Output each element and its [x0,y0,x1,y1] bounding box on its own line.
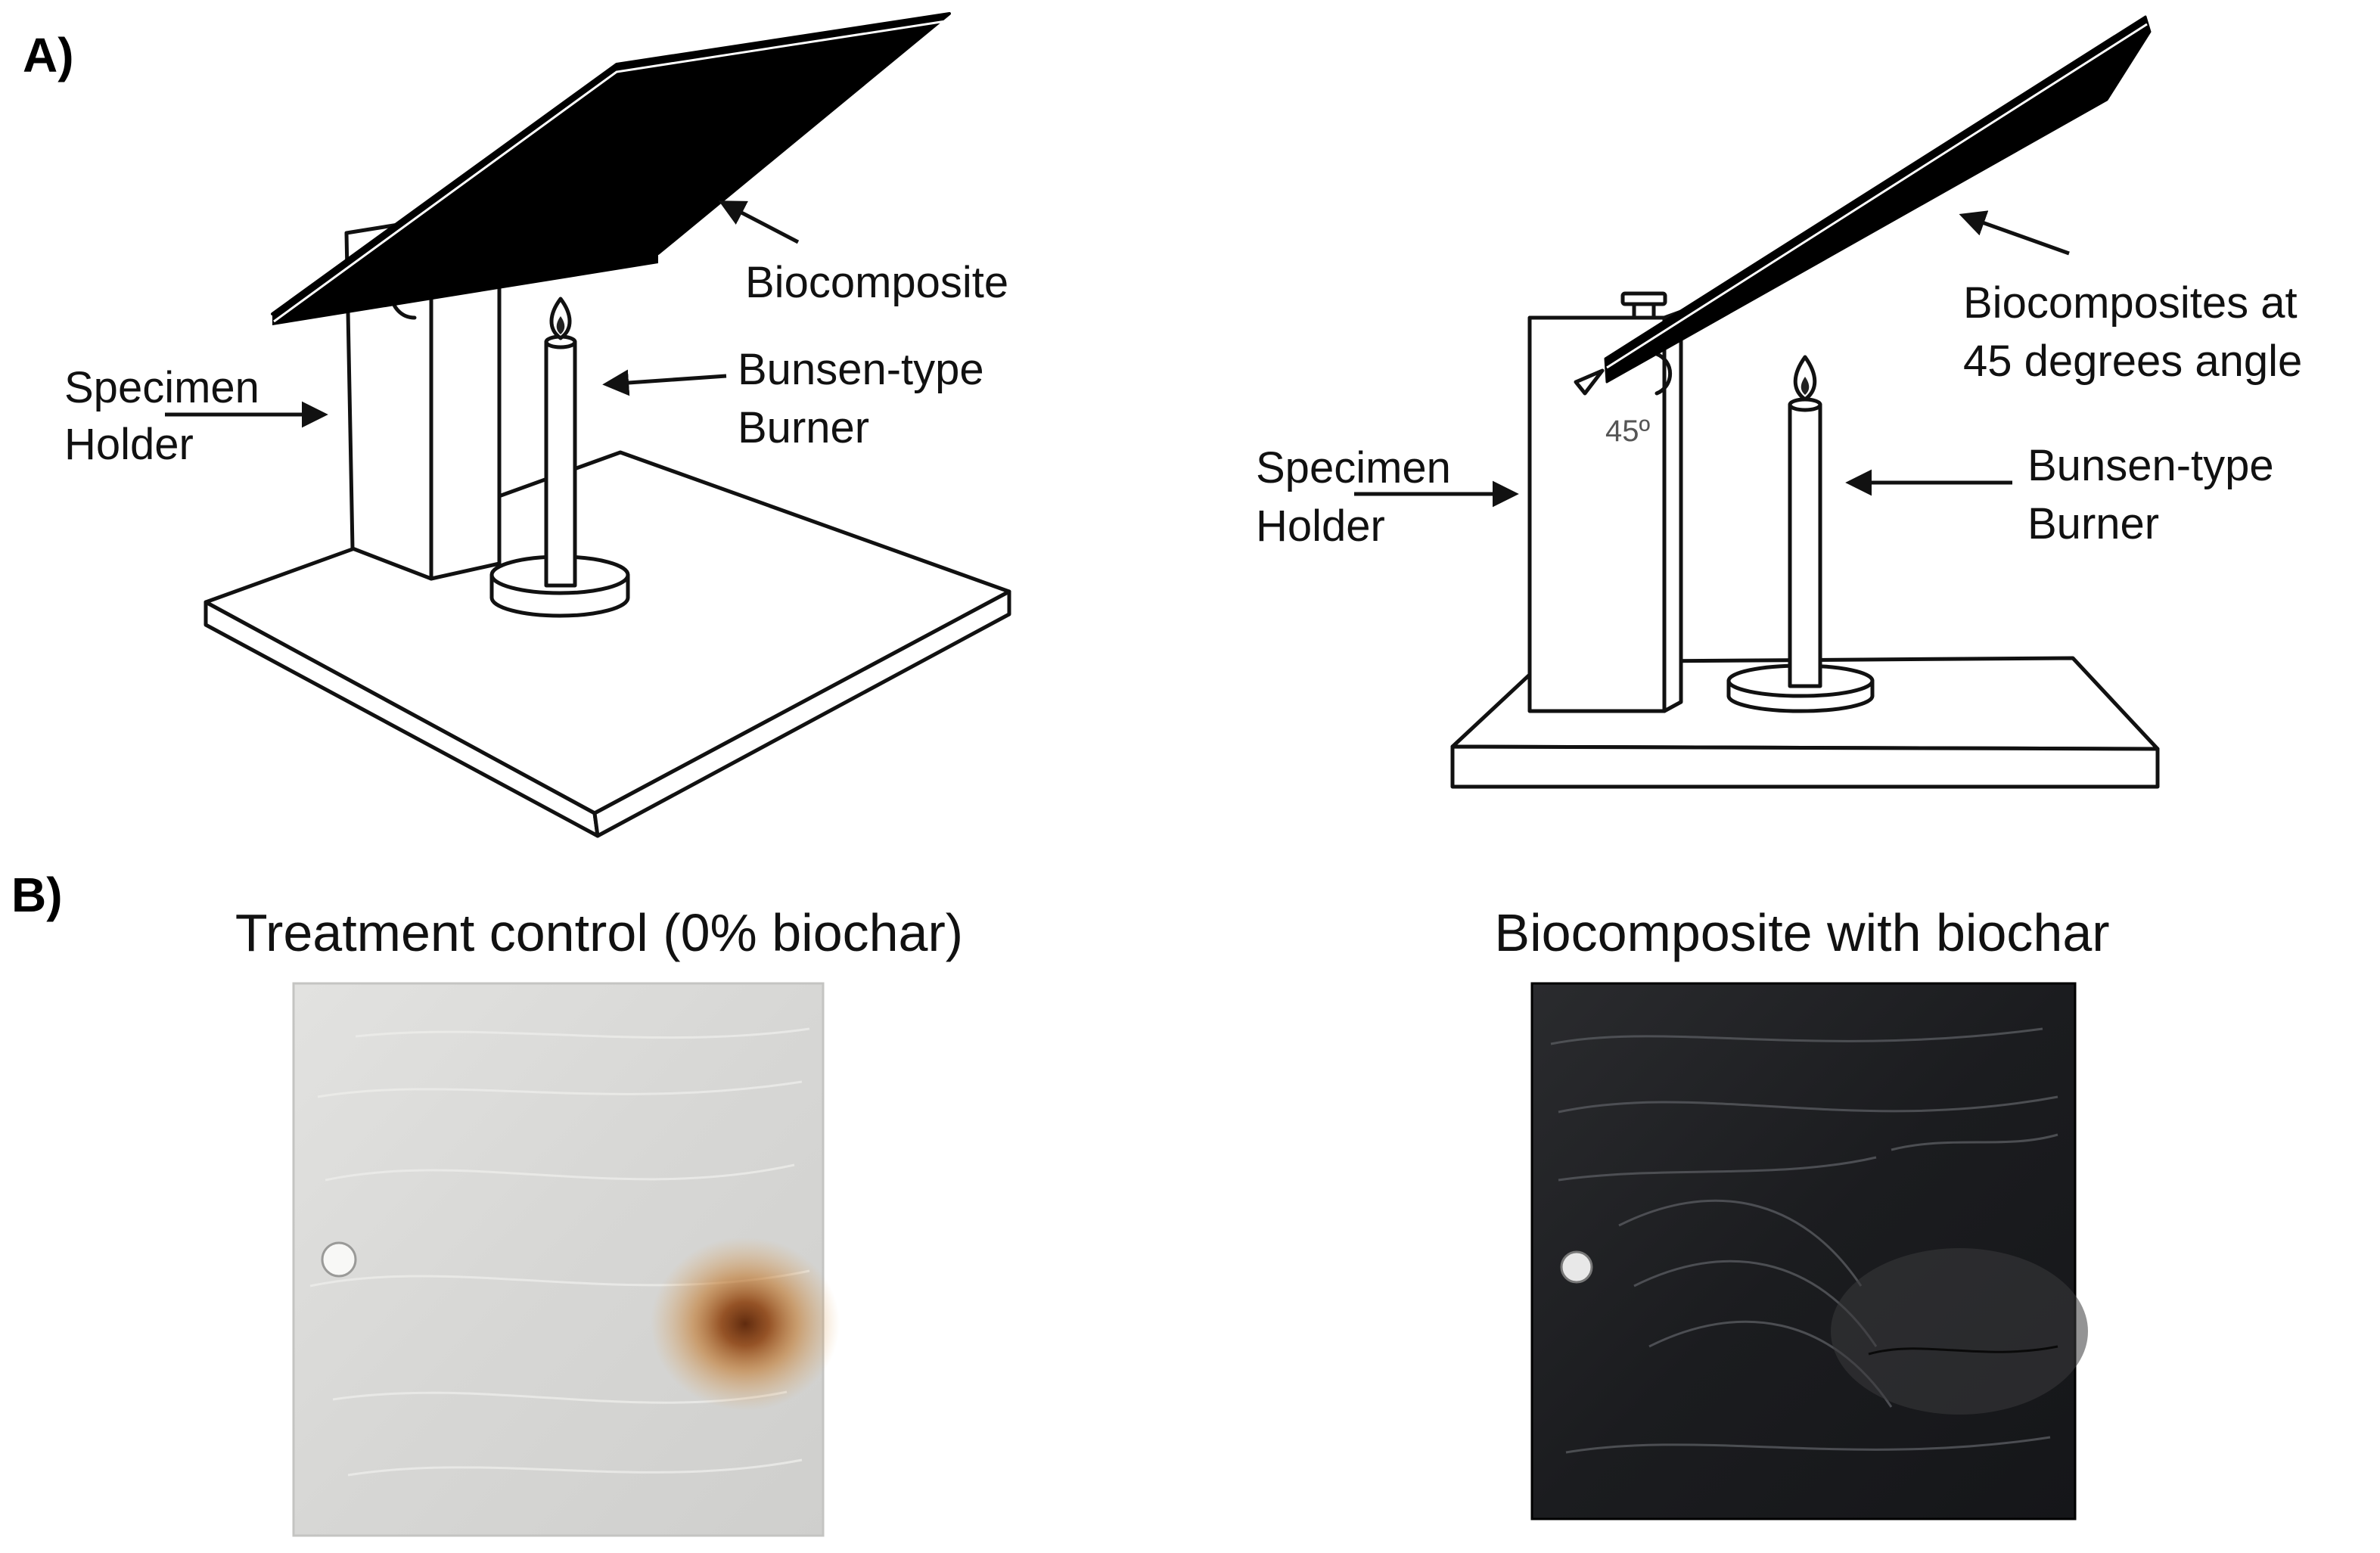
left-burner-tube [544,340,577,588]
right-base-front [1450,744,2160,789]
left-holder-label-1: Specimen [64,363,259,412]
left-burner-arrow [602,369,727,396]
left-apparatus [204,12,1011,838]
right-biocomposite-arrow [1959,210,2070,256]
right-holder-label-2: Holder [1256,502,1385,551]
left-biocomposite-arrow [718,200,800,244]
control-burn-mark [651,1237,840,1411]
biochar-title: Biocomposite with biochar [1494,903,2109,962]
right-burner-label-1: Bunsen-type [2027,441,2274,490]
control-title: Treatment control (0% biochar) [235,903,963,962]
right-holder-side [1662,309,1683,713]
control-hole [321,1241,357,1278]
biochar-hole [1560,1250,1593,1284]
right-specimen-tip [1574,368,1605,396]
control-specimen-photo [292,982,840,1537]
left-holder-label-2: Holder [64,420,194,469]
right-holder-label-1: Specimen [1256,443,1451,492]
right-biocomposite-label-1: Biocomposites at [1963,278,2298,328]
left-biocomposite-label: Biocomposite [745,258,1008,307]
left-burner-label-1: Bunsen-type [738,345,984,394]
left-biocomposite-plate [271,12,951,315]
panel-b-letter: B) [11,868,63,922]
right-apparatus [1450,15,2160,789]
right-clamp [1655,352,1673,396]
left-base-right [592,589,1011,838]
right-burner-label-2: Burner [2027,499,2159,548]
biochar-char-mark [1831,1248,2088,1415]
right-biocomposite-label-2: 45 degrees angle [1963,337,2302,386]
left-base-top [204,450,1011,815]
panel-a-letter: A) [23,28,74,82]
left-burner-label-2: Burner [738,403,869,452]
right-burner-tube [1788,402,1822,688]
biochar-specimen-photo [1530,982,2088,1520]
right-angle-label: 45º [1605,415,1650,448]
